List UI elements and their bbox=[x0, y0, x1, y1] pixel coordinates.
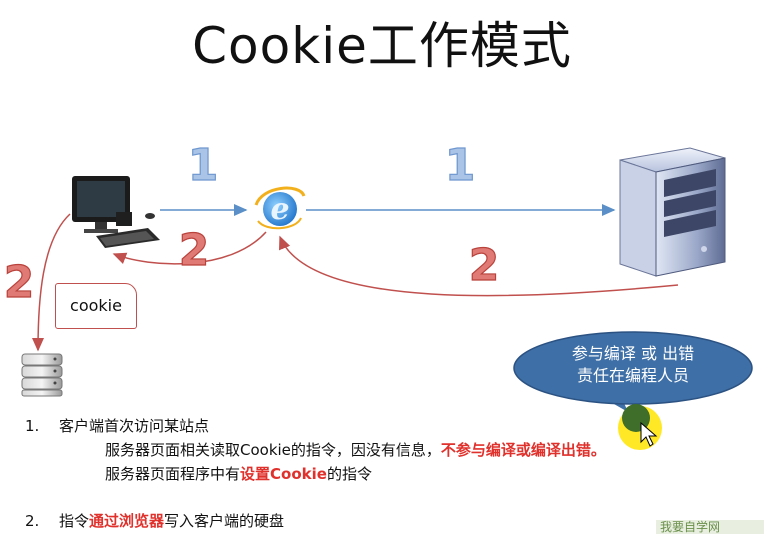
response-arrow-server-to-browser bbox=[279, 235, 679, 297]
cookie-note: cookie bbox=[55, 283, 137, 329]
step-2-highlight: 通过浏览器 bbox=[89, 512, 165, 530]
client-computer-icon bbox=[72, 176, 160, 248]
step-1-detail-2-tail: 的指令 bbox=[326, 465, 372, 483]
step-2-tail: 写入客户端的硬盘 bbox=[164, 512, 285, 530]
step-2-label-right: 2 bbox=[469, 240, 500, 291]
mouse-pointer-icon bbox=[640, 421, 658, 447]
step-1-detail-2: 服务器页面程序中有设置Cookie的指令 bbox=[25, 462, 606, 486]
site-watermark: 我要自学网 bbox=[656, 520, 764, 534]
step-1-detail-2-highlight: 设置Cookie bbox=[240, 465, 327, 483]
step-2-text: 指令 bbox=[59, 512, 90, 530]
step-2-label-mid: 2 bbox=[179, 225, 210, 276]
svg-text:e: e bbox=[270, 192, 289, 227]
step-2-label-left: 2 bbox=[4, 257, 35, 308]
response-arrow-browser-to-client bbox=[112, 231, 267, 265]
step-1-detail-1: 服务器页面相关读取Cookie的指令，因没有信息，不参与编译或编译出错。 bbox=[25, 438, 606, 462]
callout-line-1: 参与编译 或 出错 bbox=[571, 344, 695, 363]
step-1-detail-1-highlight: 不参与编译或编译出错。 bbox=[440, 441, 606, 459]
step-1-title-row: 1. 客户端首次访问某站点 bbox=[25, 414, 606, 438]
step-2-row: 2. 指令通过浏览器写入客户端的硬盘 bbox=[25, 509, 606, 533]
hard-disk-database-icon bbox=[21, 353, 63, 397]
steps-list: 1. 客户端首次访问某站点 服务器页面相关读取Cookie的指令，因没有信息，不参… bbox=[25, 414, 606, 533]
callout-line-2: 责任在编程人员 bbox=[576, 366, 689, 385]
callout-text: 参与编译 或 出错 责任在编程人员 bbox=[518, 343, 748, 387]
step-2-number: 2. bbox=[25, 512, 40, 530]
page-title: Cookie工作模式 bbox=[192, 17, 572, 75]
step-1-detail-2-text: 服务器页面程序中有 bbox=[105, 465, 241, 483]
error-callout-bubble bbox=[513, 331, 753, 412]
cursor-highlight bbox=[618, 404, 662, 450]
browser-ie-icon: e bbox=[254, 186, 306, 230]
step-1-label-right: 1 bbox=[445, 140, 476, 191]
step-1-title: 客户端首次访问某站点 bbox=[59, 417, 210, 435]
write-arrow-client-to-disk bbox=[32, 213, 71, 352]
step-1-number: 1. bbox=[25, 417, 40, 435]
server-icon bbox=[619, 147, 726, 277]
step-1-detail-1-text: 服务器页面相关读取Cookie的指令，因没有信息， bbox=[105, 441, 441, 459]
step-1-label-left: 1 bbox=[188, 140, 219, 191]
